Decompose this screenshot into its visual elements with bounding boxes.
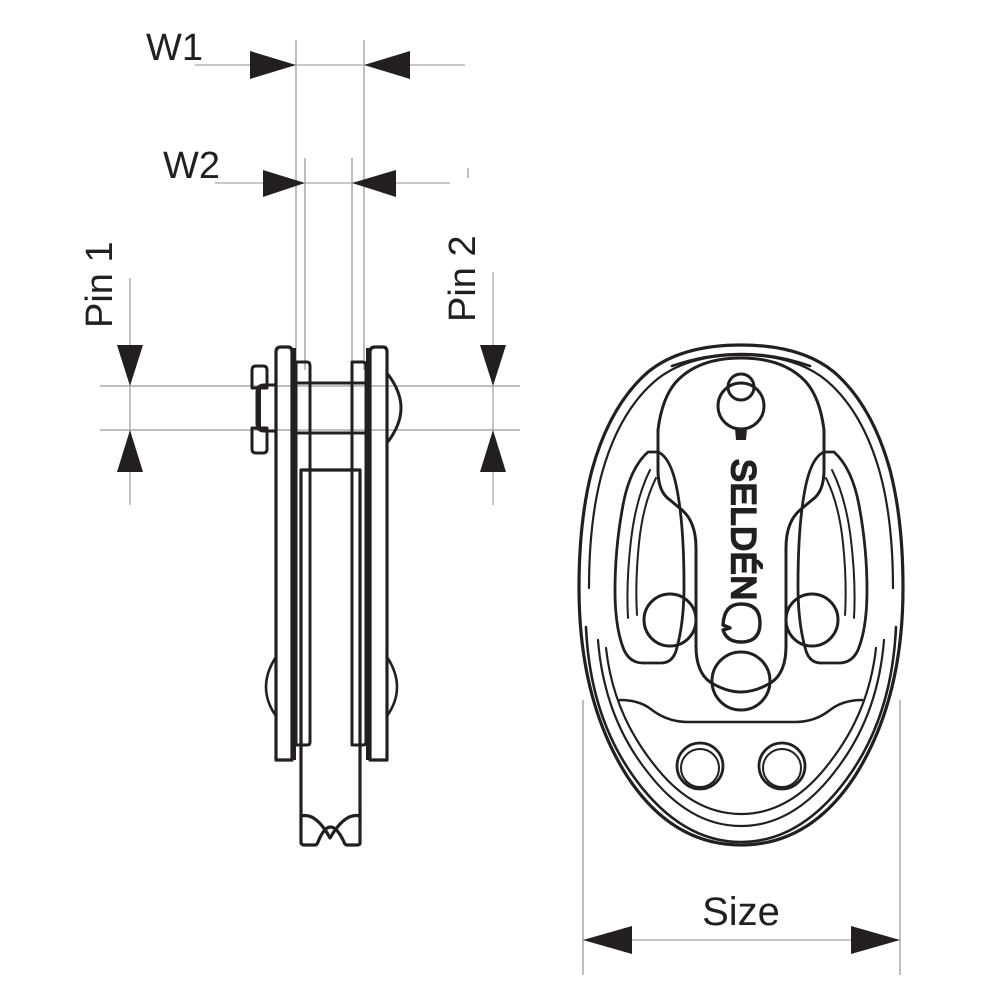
dimension-label-pin2: Pin 2 [442,235,484,322]
dimension-size: Size [583,890,900,954]
dimension-w1: W1 [146,27,465,79]
head-strap-left [656,356,743,694]
body-shoulder-highlight-right [739,353,895,590]
dimension-label-w2: W2 [163,145,220,187]
recess-left-inner-line-1 [626,469,651,619]
crown-arc [670,352,812,368]
arrowhead-size-left [583,926,632,954]
arrowhead-pin1-bottom [117,430,143,472]
pin-end-cap-right [385,371,403,445]
arrowhead-pin2-bottom [480,430,506,472]
sheave-inner-arc-2 [604,646,878,816]
becket-eye-large-hole [716,381,766,431]
dimension-w2: W2 [163,145,450,197]
cheek-plate-left-inner [294,360,312,747]
recess-right-inner-line-1 [831,469,856,619]
cheek-plate-left-outer [274,345,294,762]
lug-tab-left-upper [250,364,269,390]
brand-logo-text: SELDÉN [724,459,762,601]
front-elevation-view: SELDÉN [577,343,905,847]
rivet-hole-right [784,592,840,648]
lower-center-hole [710,650,772,712]
body-shoulder-highlight-left [587,353,743,590]
side-bump-right [385,655,399,718]
bearing-ball-right-inner [762,748,802,788]
sheave-axle-hole [721,602,762,644]
arrowhead-pin1-top [117,345,143,386]
block-body-outline [577,343,905,847]
recess-left [613,450,686,665]
dimension-label-pin1: Pin 1 [79,241,121,328]
arrowhead-size-right [851,926,900,954]
sheave-hub [308,381,354,435]
bearing-race-band [618,698,864,724]
head-strap-right [739,356,826,694]
arrowhead-w1-left [250,51,296,79]
recess-right [796,450,869,665]
cheek-plate-right-outer [368,345,389,762]
cheek-plate-left-edge [292,348,296,760]
sheave-body [299,468,362,847]
dimension-label-size: Size [702,890,780,934]
lug-tab-left-lower [250,426,269,455]
recess-right-inner-line-2 [825,477,847,616]
dimension-pin1: Pin 1 [79,241,143,505]
bearing-ball-left-inner [680,748,720,788]
rivet-hole-left [642,592,698,648]
side-bump-left [264,655,278,718]
becket-eye-stem [735,428,747,440]
dimension-label-w1: W1 [146,27,203,69]
arrowhead-w2-left [263,170,305,197]
sheave-outer-arc [584,625,898,844]
sheave-inner-arc-1 [596,638,886,828]
arrowhead-pin2-top [480,345,506,386]
becket-eye-small-hole [726,372,756,402]
dimension-pin2: Pin 2 [442,235,506,505]
cheek-plate-right-edge [366,348,370,760]
sheave-rope-groove [299,813,362,840]
recess-left-inner-line-2 [635,477,657,616]
bearing-ball-right [757,741,807,791]
arrowhead-w1-right [364,51,410,79]
arrowhead-w2-right [352,170,396,197]
bearing-ball-left [675,741,725,791]
pin-head-left-edge [257,386,261,430]
side-elevation-view [250,345,403,847]
